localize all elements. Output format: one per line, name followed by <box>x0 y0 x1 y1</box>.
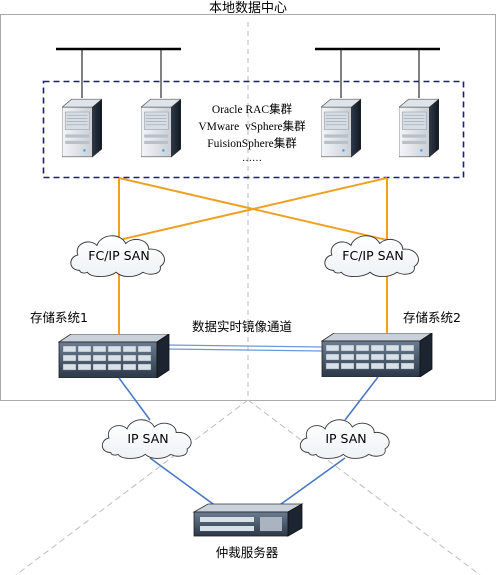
server-icon-3 <box>321 98 361 158</box>
server-cluster-box <box>42 80 465 179</box>
ip-links <box>118 376 379 513</box>
ip-san-label-right: IP SAN <box>325 431 366 446</box>
arbiter-guide-right <box>247 399 481 575</box>
cluster-label-oracle: Oracle RAC集群 <box>212 102 293 116</box>
fc-links <box>118 177 388 338</box>
storage2-label: 存储系统2 <box>403 310 461 325</box>
cluster-label-fusionsphere: FuisionSphere集群 <box>207 136 297 150</box>
lan-bus-left <box>56 47 181 98</box>
server-icon-2 <box>141 98 181 158</box>
datacenter-title: 本地数据中心 <box>209 1 287 16</box>
arbiter-guide-left <box>15 399 249 575</box>
arbiter-label: 仲裁服务器 <box>216 545 279 560</box>
server-icon-1 <box>62 98 102 158</box>
server-icon-4 <box>399 98 439 158</box>
cluster-label-ellipsis: …… <box>242 153 262 164</box>
storage-array-1 <box>58 334 170 378</box>
fc-san-label-right: FC/IP SAN <box>342 248 403 263</box>
ip-san-label-left: IP SAN <box>127 431 168 446</box>
mirror-channel <box>165 344 324 352</box>
storage1-label: 存储系统1 <box>30 310 88 325</box>
lan-bus-right <box>315 47 440 98</box>
mirror-channel-label: 数据实时镜像通道 <box>192 319 293 334</box>
arbiter-server-icon <box>192 503 304 537</box>
cluster-label-vmware: VMware vSphere集群 <box>198 119 306 133</box>
storage-array-2 <box>321 333 433 377</box>
fc-san-label-left: FC/IP SAN <box>88 248 149 263</box>
